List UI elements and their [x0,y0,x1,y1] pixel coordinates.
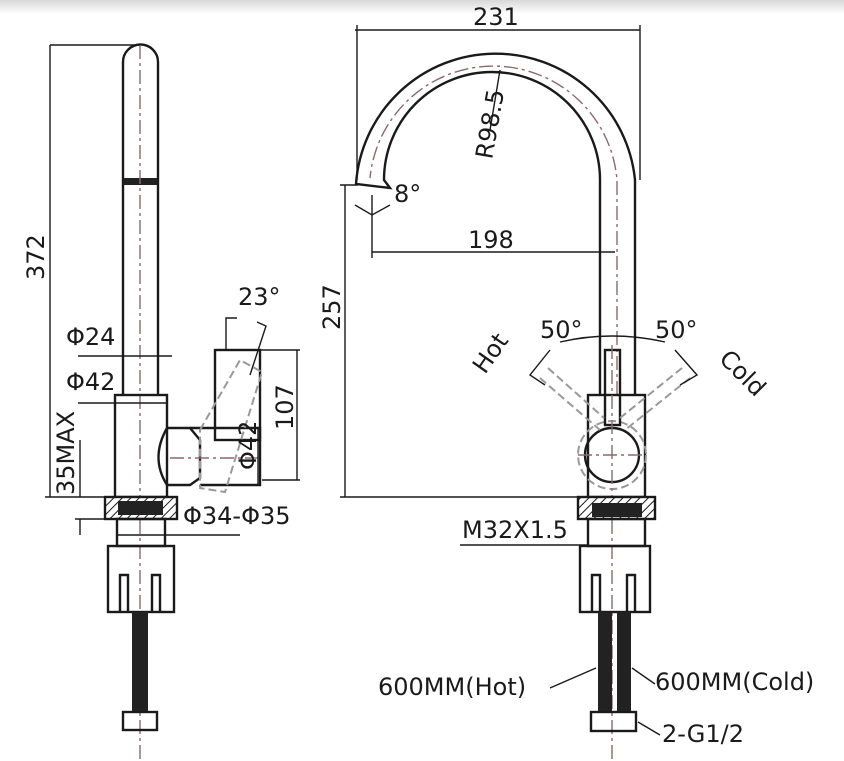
hose-fitting [121,710,159,732]
coupling [106,544,176,614]
front-view: 231 R98.5 8° 198 257 50° 50° Hot Cold M3… [318,3,814,760]
cold-label: Cold [714,344,772,402]
handle-hub [157,426,202,487]
dim-107: 107 [271,384,299,430]
hose-fittings [589,710,638,733]
dim-phi34-35: Φ34-Φ35 [183,502,291,530]
dim-r98-5: R98.5 [470,87,510,161]
connector-label: 2-G1/2 [662,720,744,748]
cold-hose [617,612,631,712]
dim-8deg: 8° [394,180,421,208]
cold-hose-label: 600MM(Cold) [655,668,814,696]
dim-phi42-handle: Φ42 [234,421,262,470]
hot-position-ghost [539,367,605,431]
dim-23deg: 23° [238,283,281,311]
hot-hose-label: 600MM(Hot) [378,673,526,701]
side-view: 372 Φ24 Φ42 35MAX Φ34-Φ35 23° 107 Φ42 [22,43,300,760]
dim-372: 372 [22,234,50,280]
dim-198: 198 [468,226,514,254]
cold-angle: 50° [655,316,698,344]
thread-label: M32X1.5 [462,516,568,544]
cold-position-ghost [619,367,691,431]
dim-phi24: Φ24 [66,323,115,351]
hot-angle: 50° [540,316,583,344]
hot-hose [598,612,612,712]
supply-hose [132,612,148,712]
handle-rotated-ghost [199,358,264,494]
dim-257: 257 [318,284,346,330]
top-shadow [0,0,844,14]
dim-231: 231 [473,3,519,31]
dim-35max: 35MAX [52,411,80,495]
spout-tube [121,43,160,395]
gooseneck-spout [354,52,637,395]
dim-phi42-body: Φ42 [66,368,115,396]
coupling [578,544,652,614]
hot-label: Hot [467,328,514,379]
